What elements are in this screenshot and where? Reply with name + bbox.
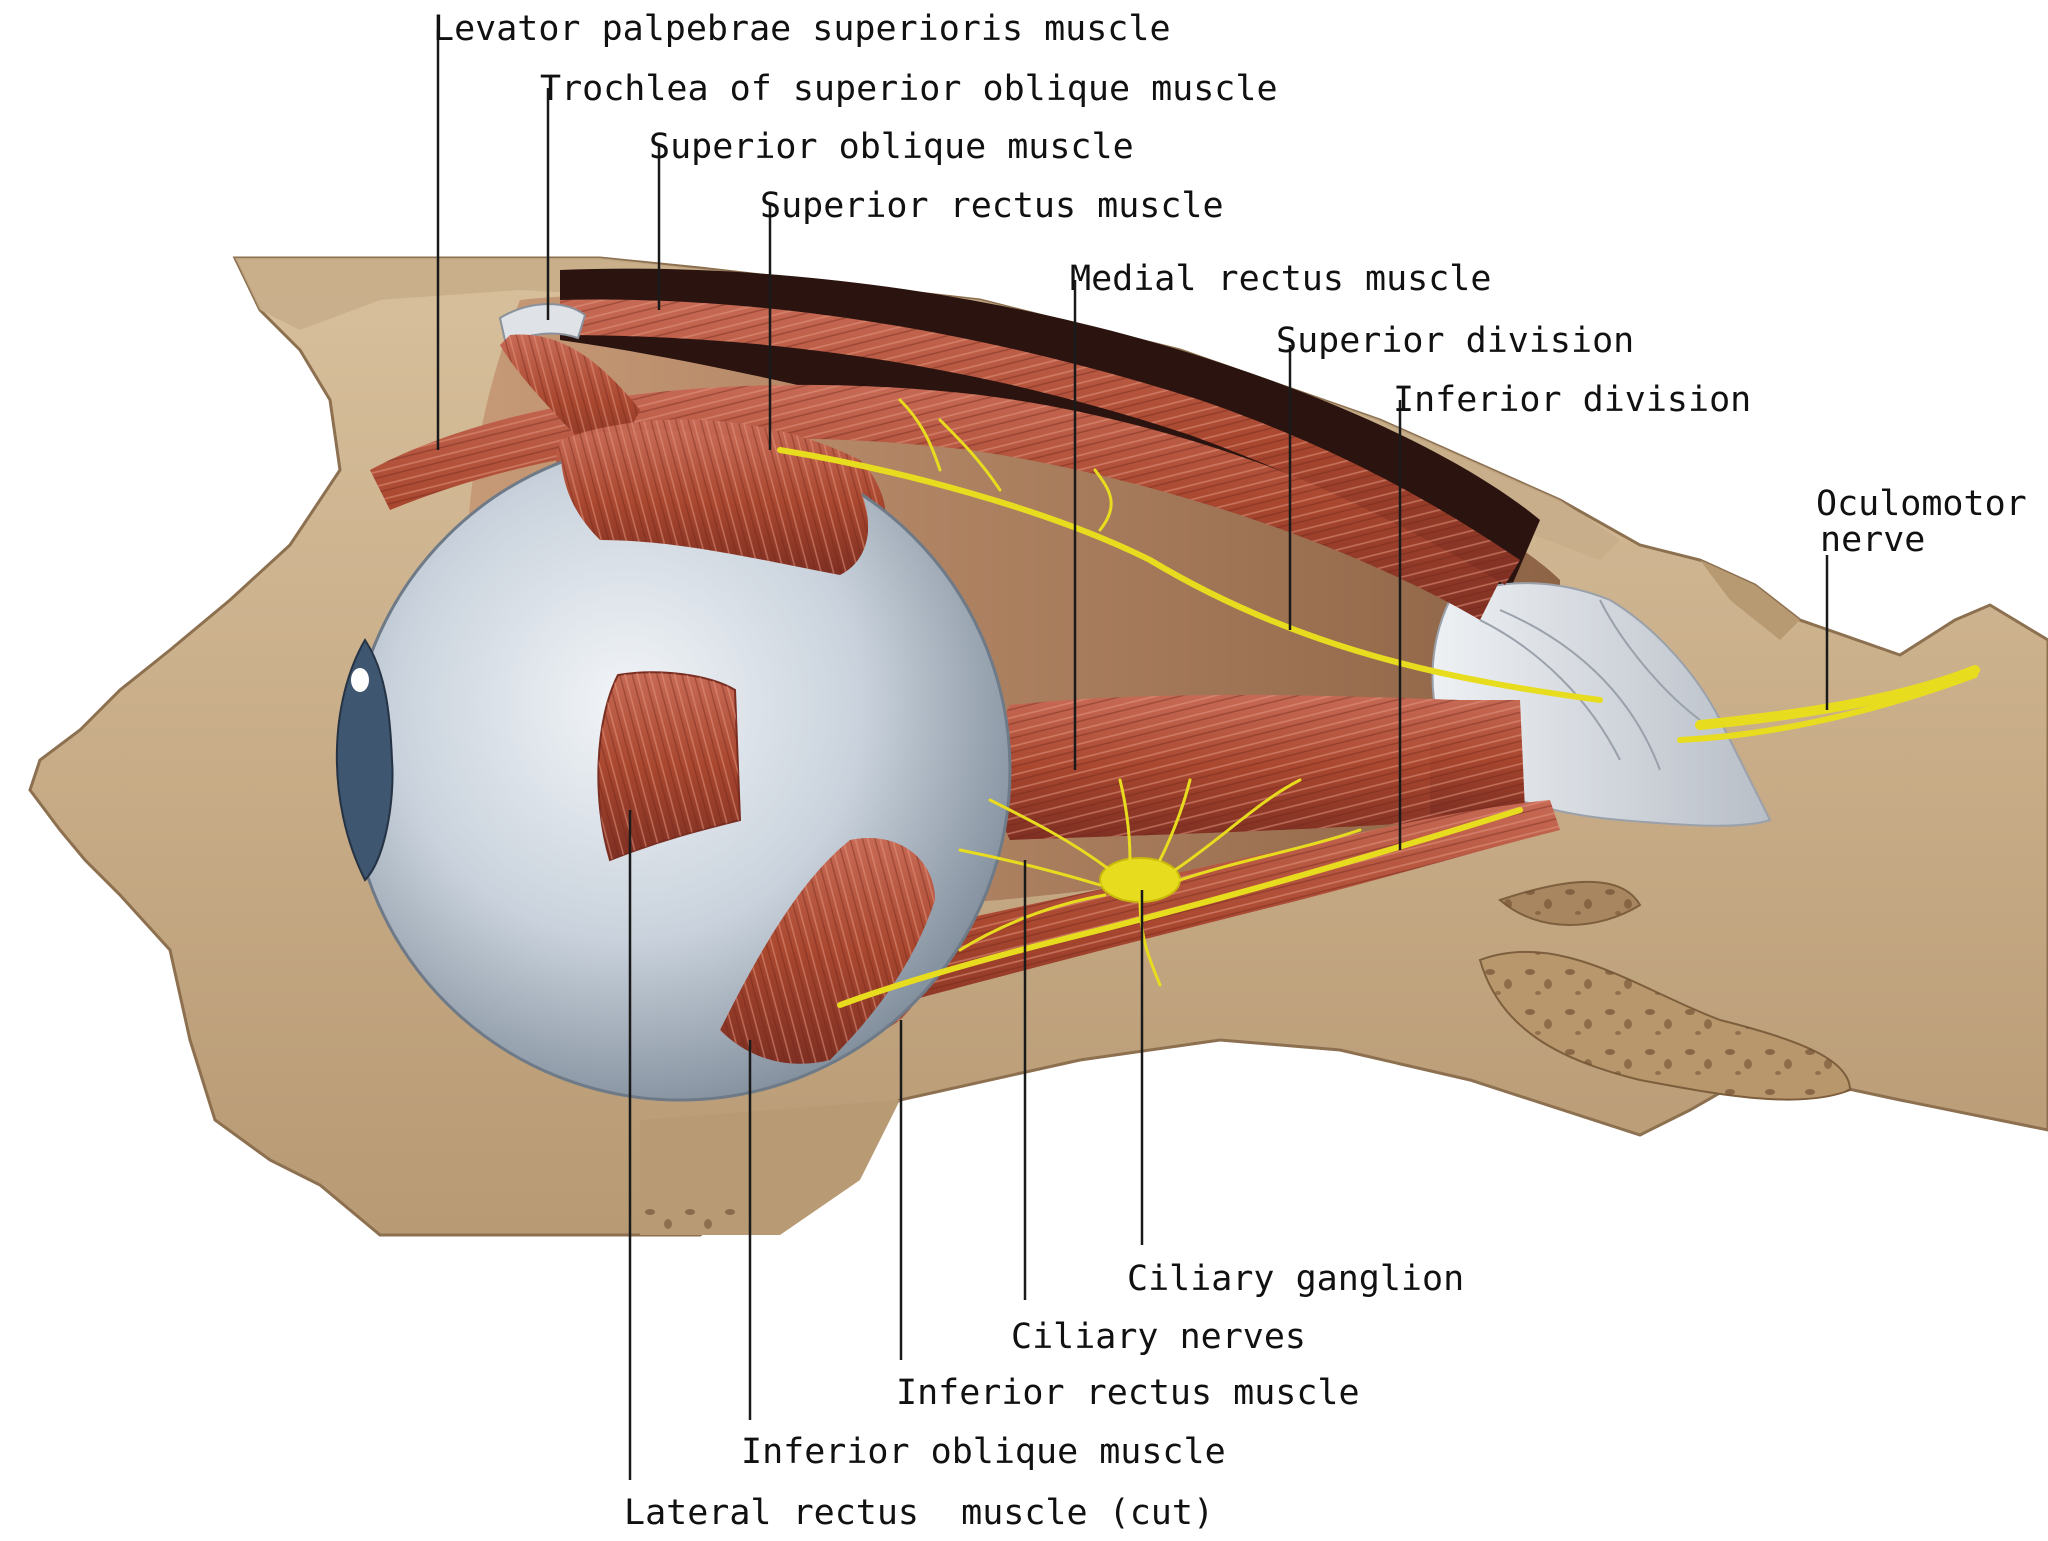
label-inferior-oblique: Inferior oblique muscle: [741, 1432, 1226, 1472]
label-ciliary-nerves: Ciliary nerves: [1011, 1317, 1306, 1357]
label-superior-division: Superior division: [1276, 321, 1634, 361]
nerves: [777, 398, 1980, 1008]
label-superior-oblique: Superior oblique muscle: [649, 127, 1134, 167]
label-inferior-rectus: Inferior rectus muscle: [896, 1373, 1360, 1413]
leader-lines: [436, 30, 1829, 1480]
label-inferior-division: Inferior division: [1393, 380, 1751, 420]
label-trochlea: Trochlea of superior oblique muscle: [540, 69, 1278, 109]
label-medial-rectus: Medial rectus muscle: [1070, 259, 1491, 299]
label-ciliary-ganglion: Ciliary ganglion: [1127, 1259, 1464, 1299]
label-oculomotor-line2: nerve: [1820, 520, 1925, 560]
label-superior-rectus: Superior rectus muscle: [760, 186, 1224, 226]
label-lateral-rectus: Lateral rectus muscle (cut): [624, 1493, 1214, 1533]
label-levator: Levator palpebrae superioris muscle: [433, 9, 1171, 49]
label-oculomotor-line1: Oculomotor: [1816, 484, 2027, 524]
labels: Levator palpebrae superioris muscle Troc…: [433, 9, 2027, 1533]
eyeball: [335, 430, 1012, 1102]
